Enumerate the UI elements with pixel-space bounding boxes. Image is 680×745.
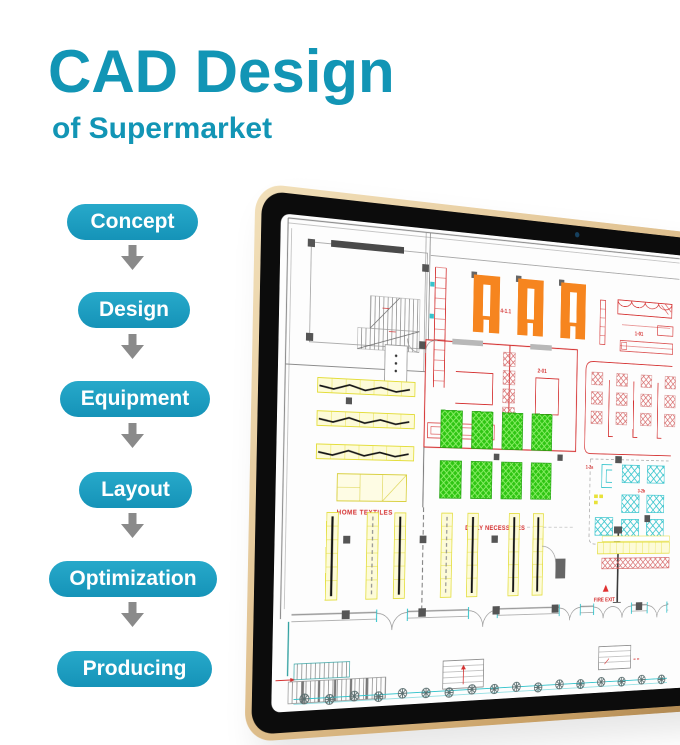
daily-necessities-label: DAILY NECESSITIES [465,525,525,532]
page-title: CAD Design [48,38,395,105]
shelf-rows-left: HOME TEXTILES [315,377,415,517]
cad-floorplan: 4-1.1 1-01 [271,213,680,713]
landscaping-strip [275,610,668,707]
flow-step-label: Equipment [80,387,190,410]
gate [558,279,586,340]
flow-step-equipment: Equipment [60,381,210,417]
down-arrow-icon [121,334,144,359]
fire-exit-label: FIRE EXIT [594,598,615,604]
area-dim-label: 3-2b [638,489,645,494]
fixture-racks-right [585,361,676,456]
flow-step-label: Concept [90,210,175,233]
bottom-wall [291,601,668,633]
flow-step-design: Design [78,292,190,328]
monitor-frame: 4-1.1 1-01 [244,182,680,743]
gate [515,275,544,337]
shelf-rows-bottom [325,444,566,618]
flow-step-concept: Concept [67,204,198,240]
escalator [429,267,446,388]
page-subtitle: of Supermarket [52,112,273,145]
entrance-gates: 4-1.1 [471,271,586,340]
down-arrow-icon [121,602,144,627]
flow-step-label: Design [98,298,169,321]
down-arrow-icon [121,513,144,538]
gate [471,271,501,334]
flow-step-optimization: Optimization [49,561,217,597]
webcam-icon [574,231,580,238]
fire-exit-marker: FIRE EXIT [594,584,615,604]
room-dimension-label: 2-01 [537,369,547,375]
produce-bins: DAILY NECESSITIES [439,410,576,532]
down-arrow-icon [121,423,144,448]
counter-dimension-label: 1-01 [635,332,644,338]
flow-step-producing: Producing [57,651,212,687]
down-arrow-icon [121,245,144,270]
flow-step-label: Producing [82,657,187,680]
home-textiles-label: HOME TEXTILES [337,509,393,516]
flow-step-layout: Layout [79,472,192,508]
gate-dimension-label: 4-1.1 [500,309,511,316]
monitor-screen: 4-1.1 1-01 [271,213,680,713]
service-counters: 1-01 [600,298,674,354]
cyan-tables-area: 1-2a 3-2b [586,456,670,545]
stairwell [305,238,429,383]
area-dim-label: 1-2a [586,465,594,471]
red-rooms: 2-01 [405,336,577,452]
flow-step-label: Optimization [69,567,197,590]
flow-step-label: Layout [101,478,170,501]
